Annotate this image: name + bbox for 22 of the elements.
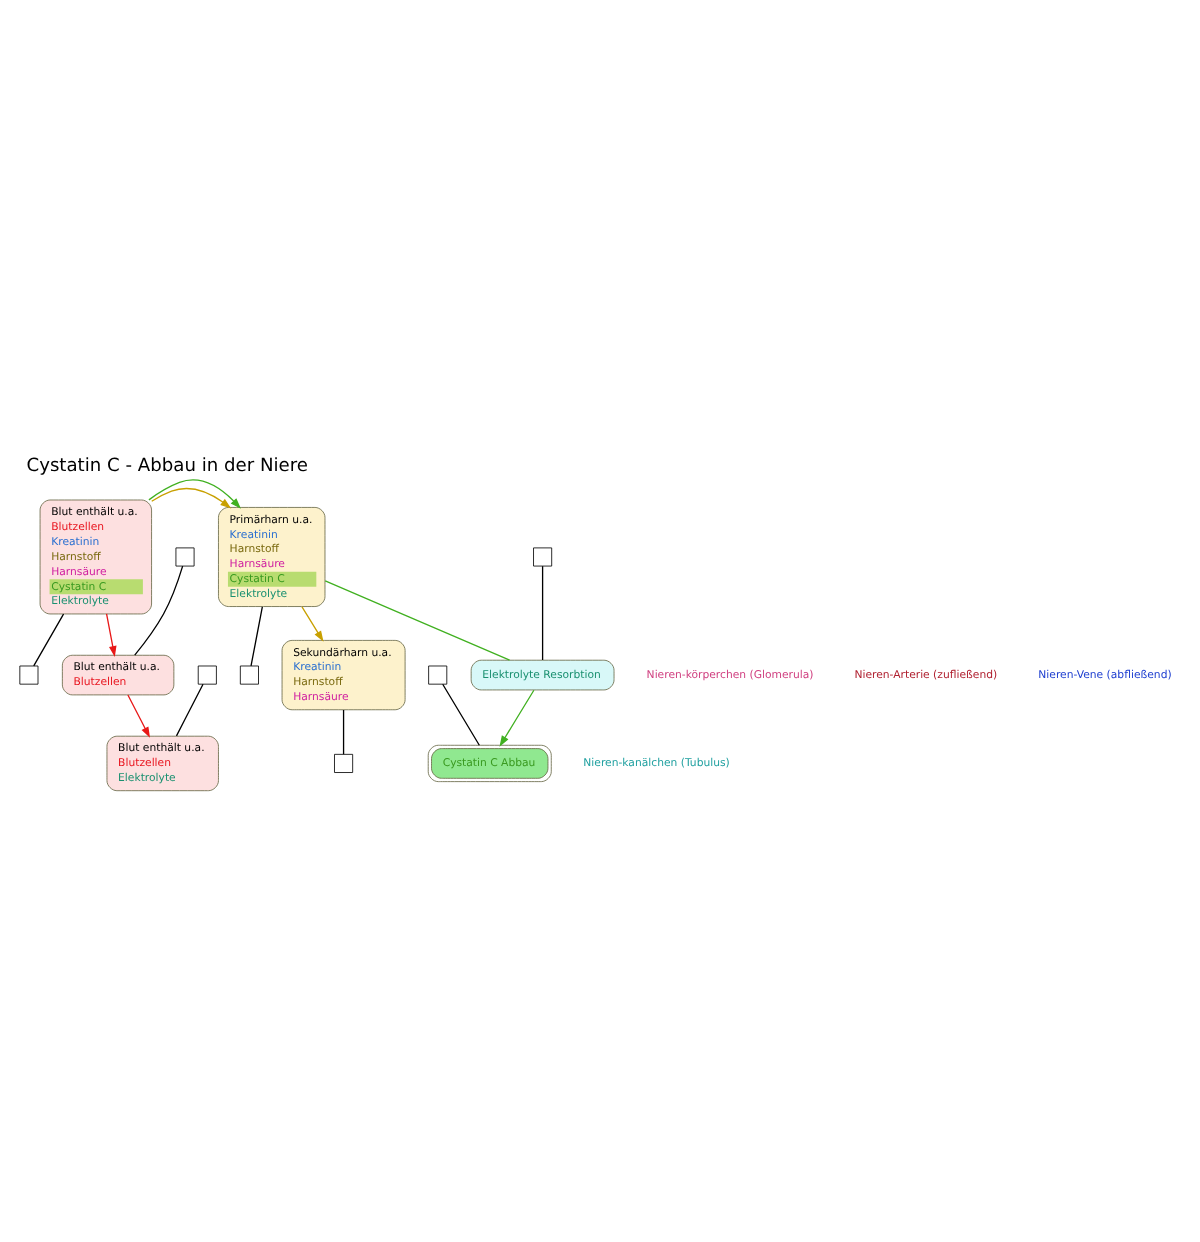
node-box <box>197 664 217 684</box>
node-box <box>175 546 195 566</box>
arrow <box>499 688 535 746</box>
diagram-title: Cystatin C - Abbau in der Niere <box>26 456 309 477</box>
node-box <box>334 752 354 772</box>
connector <box>33 612 65 666</box>
arrow <box>148 478 241 508</box>
connector <box>175 682 204 736</box>
connector <box>324 579 511 660</box>
arrow <box>301 605 324 641</box>
node-box <box>19 664 39 684</box>
connector <box>541 564 544 660</box>
connector <box>250 605 263 666</box>
connector <box>134 564 184 655</box>
node-box <box>239 664 259 684</box>
node-box <box>533 546 553 566</box>
connector <box>442 682 480 745</box>
arrow <box>127 693 150 737</box>
connector <box>342 708 345 754</box>
arrow <box>105 612 117 656</box>
arrow <box>151 486 232 508</box>
node-box <box>428 664 448 684</box>
